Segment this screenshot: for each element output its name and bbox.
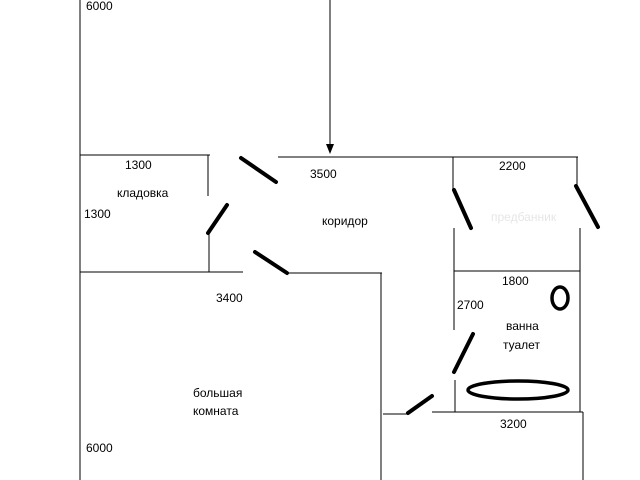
dim-vestibule-width: 2200 — [499, 159, 526, 173]
dim-bathroom-height: 2700 — [457, 298, 484, 312]
room-vestibule-label: предбанник — [491, 210, 557, 224]
doors — [206, 156, 600, 415]
arrow-head — [326, 144, 334, 154]
dim-top-height: 6000 — [86, 0, 113, 13]
bathtub-icon — [466, 379, 570, 401]
dim-large-room-width: 3400 — [216, 291, 243, 305]
dim-corridor-width: 3500 — [310, 167, 337, 181]
toilet-icon — [550, 285, 570, 311]
room-corridor-label: коридор — [322, 214, 368, 228]
dim-storage-height: 1300 — [84, 207, 111, 221]
dim-large-room-height: 6000 — [86, 441, 113, 455]
dimension-labels: 6000 1300 1300 3500 2200 1800 2700 3400 … — [84, 0, 529, 455]
dim-bathroom-width: 1800 — [502, 274, 529, 288]
dim-bottom-width: 3200 — [500, 417, 527, 431]
door-vestibule-right — [574, 184, 600, 229]
door-storage — [206, 203, 229, 235]
walls — [79, 0, 584, 480]
door-vestibule — [452, 188, 473, 230]
door-lower — [406, 394, 434, 415]
room-large-label-line1: большая — [193, 386, 242, 400]
door-corridor-top — [239, 156, 278, 184]
room-storage-label: кладовка — [117, 186, 169, 200]
fixtures — [466, 285, 570, 401]
room-bathroom-label-line1: ванна — [506, 319, 539, 333]
door-large-room — [253, 250, 289, 275]
dim-storage-width: 1300 — [125, 158, 152, 172]
room-labels: кладовка коридор предбанник ванна туалет… — [117, 186, 557, 418]
door-bathroom — [452, 332, 475, 374]
room-bathroom-label-line2: туалет — [503, 338, 540, 352]
room-large-label-line2: комната — [193, 404, 239, 418]
